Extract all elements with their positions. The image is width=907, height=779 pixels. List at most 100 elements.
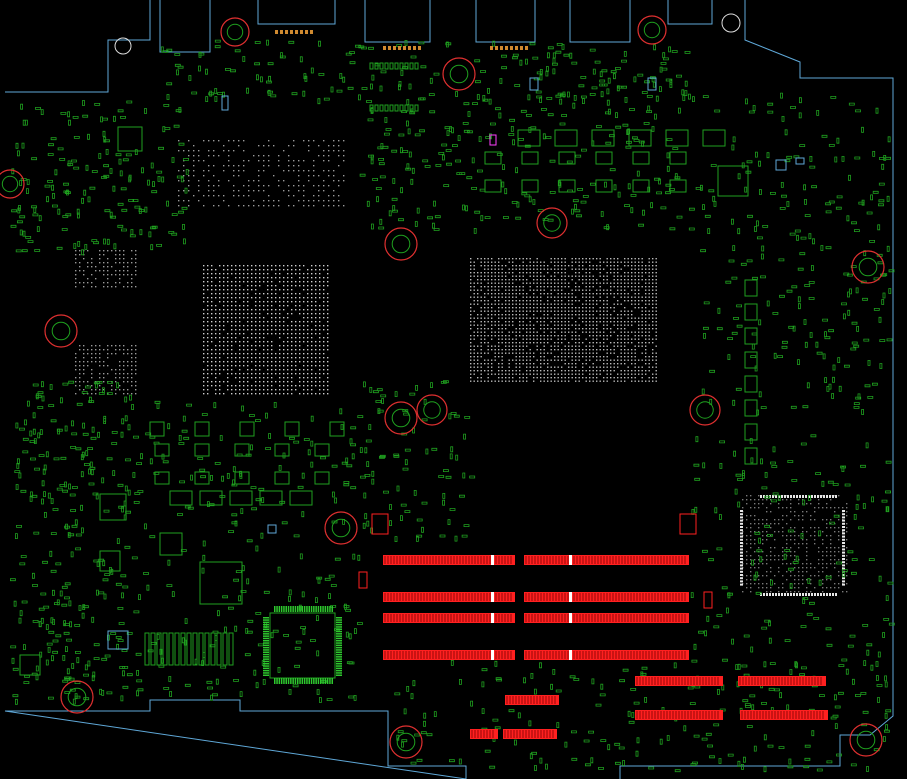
- red-outline-3: [703, 591, 713, 609]
- selected-part: [489, 134, 497, 146]
- smd-cluster: [10, 380, 133, 705]
- right-cap-7: [744, 447, 758, 465]
- blue-part-0: [221, 95, 229, 111]
- vrm-pad-d: [229, 490, 253, 506]
- vrm-pad-d: [289, 490, 313, 506]
- ic-package-0: [117, 126, 143, 152]
- vrm-pad-b: [234, 443, 250, 457]
- ic-package-2: [159, 532, 183, 556]
- connector-outline-top-2: [257, 0, 336, 25]
- component-footprints: [10, 30, 895, 773]
- vrm-pad-a: [284, 421, 300, 437]
- mounting-hole-14: [0, 169, 25, 199]
- mounting-hole-8: [416, 394, 448, 426]
- inductor-pad-a: [484, 151, 502, 165]
- vrm-pad-a: [329, 421, 345, 437]
- connector-outline-top-4: [475, 0, 631, 43]
- ic-package-4: [199, 561, 243, 605]
- inductor-pad-b: [521, 179, 539, 193]
- connector-red-3: [503, 729, 557, 739]
- slot-key-7: [569, 650, 572, 660]
- ic-package-1: [99, 493, 127, 521]
- mounting-hole-13: [849, 723, 883, 757]
- ddr-slot-lower-3: [635, 710, 723, 720]
- pin-header-2: [156, 632, 162, 666]
- pin-header-0: [144, 632, 150, 666]
- vrm-pad-b: [274, 443, 290, 457]
- pin-header-8: [192, 632, 198, 666]
- mounting-hole-12: [389, 725, 423, 759]
- slot-key-1: [491, 592, 494, 602]
- right-cap-2: [744, 327, 758, 345]
- ddr-slot-right-0: [524, 555, 689, 565]
- ddr-slots: [358, 513, 828, 739]
- smd-cluster: [160, 39, 458, 106]
- smd-cluster: [131, 400, 364, 703]
- vrm-pad-b: [314, 443, 330, 457]
- top-connector-pads: [275, 30, 528, 112]
- mosfet-pad: [554, 129, 578, 147]
- ddr-slot-left-0: [383, 555, 515, 565]
- mosfet-pad: [665, 129, 689, 147]
- pin-header-1: [150, 632, 156, 666]
- right-cap-4: [744, 375, 758, 393]
- connector-outline-top-5: [667, 0, 713, 25]
- mounting-hole-4: [384, 227, 418, 261]
- inductor-pad-a: [558, 151, 576, 165]
- vrm-pad-a: [239, 421, 255, 437]
- inductor-pad-b: [558, 179, 576, 193]
- board-outline: [4, 0, 894, 779]
- qfp-chip: [263, 606, 342, 684]
- bga-chipset: [203, 265, 329, 395]
- smd-cluster: [10, 100, 189, 256]
- mounting-hole-6: [851, 250, 885, 284]
- mounting-hole-7: [384, 401, 418, 435]
- right-cap-0: [744, 279, 758, 297]
- ddr-slot-lower-2: [738, 676, 826, 686]
- slot-key-3: [491, 650, 494, 660]
- pin-header-12: [216, 632, 222, 666]
- blue-part-3: [107, 630, 129, 650]
- pin-header-5: [174, 632, 180, 666]
- vrm-pad-d: [199, 490, 223, 506]
- vrm-pad-a: [194, 421, 210, 437]
- blue-part-1: [529, 77, 539, 91]
- vrm-pad-b: [154, 443, 170, 457]
- vrm-pad-c: [194, 471, 210, 485]
- right-cap-6: [744, 423, 758, 441]
- inductor-pad-a: [521, 151, 539, 165]
- smd-cluster: [474, 40, 691, 105]
- pin-header-4: [168, 632, 174, 666]
- pin-header-7: [186, 632, 192, 666]
- white-hole-1: [721, 13, 741, 33]
- right-cap-1: [744, 303, 758, 321]
- slot-key-4: [569, 555, 572, 565]
- bga-pch: [742, 495, 848, 593]
- mounting-hole-3: [536, 207, 568, 239]
- blue-part-5: [795, 157, 805, 165]
- ddr-slot-right-1: [524, 592, 689, 602]
- vrm-pad-a: [149, 421, 165, 437]
- inductor-pad-b: [484, 179, 502, 193]
- connector-red-2: [470, 729, 498, 739]
- inductor-pad-a: [669, 151, 687, 165]
- inductor-pad-b: [632, 179, 650, 193]
- pin-header-10: [204, 632, 210, 666]
- inductor-pad-a: [595, 151, 613, 165]
- slot-key-0: [491, 555, 494, 565]
- pin-header-14: [228, 632, 234, 666]
- red-outline-2: [358, 571, 368, 589]
- smd-cluster: [359, 90, 702, 234]
- blue-part-2: [647, 77, 657, 91]
- ddr-slot-right-3: [524, 650, 689, 660]
- ddr-slot-lower-4: [740, 710, 828, 720]
- vrm-pad-d: [259, 490, 283, 506]
- pin-header-11: [210, 632, 216, 666]
- bga-memory-1: [75, 250, 137, 288]
- mounting-hole-1: [637, 15, 667, 45]
- red-outline-1: [679, 513, 697, 535]
- connector-red-1: [505, 695, 559, 705]
- slot-key-6: [569, 613, 572, 623]
